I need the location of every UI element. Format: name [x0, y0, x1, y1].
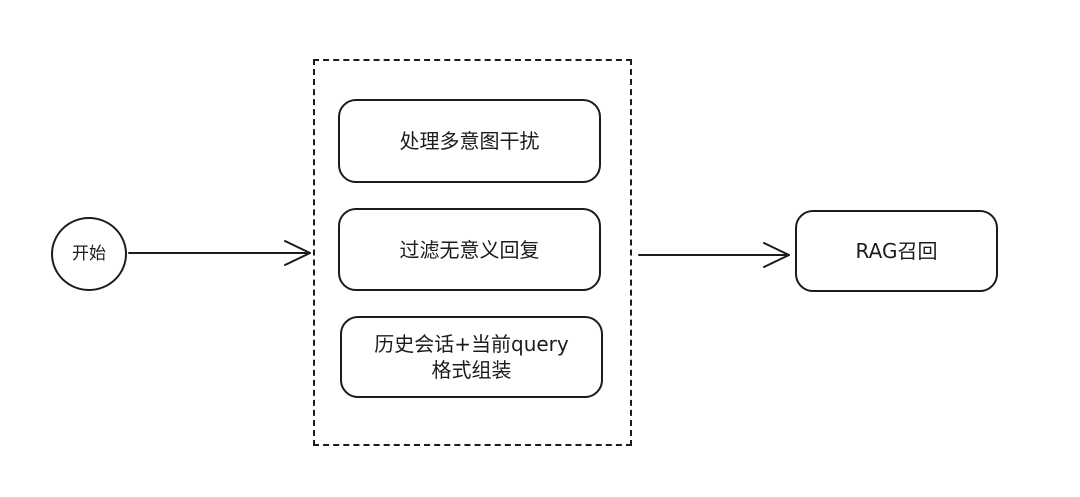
step-multi-intent: 处理多意图干扰 — [338, 99, 601, 183]
preprocess-group — [313, 59, 632, 446]
rag-recall-label: RAG召回 — [855, 239, 938, 263]
start-node: 开始 — [51, 217, 127, 291]
step-history-query-assembly-label: 历史会话+当前query 格式组装 — [374, 332, 569, 382]
step-history-query-assembly: 历史会话+当前query 格式组装 — [340, 316, 603, 398]
rag-recall-node: RAG召回 — [795, 210, 998, 292]
start-label: 开始 — [72, 243, 106, 264]
arrow-start-to-group — [128, 240, 311, 266]
step-filter-replies-label: 过滤无意义回复 — [399, 237, 540, 262]
arrow-group-to-rag — [638, 242, 790, 268]
step-filter-replies: 过滤无意义回复 — [338, 208, 601, 291]
step-multi-intent-label: 处理多意图干扰 — [399, 129, 540, 153]
